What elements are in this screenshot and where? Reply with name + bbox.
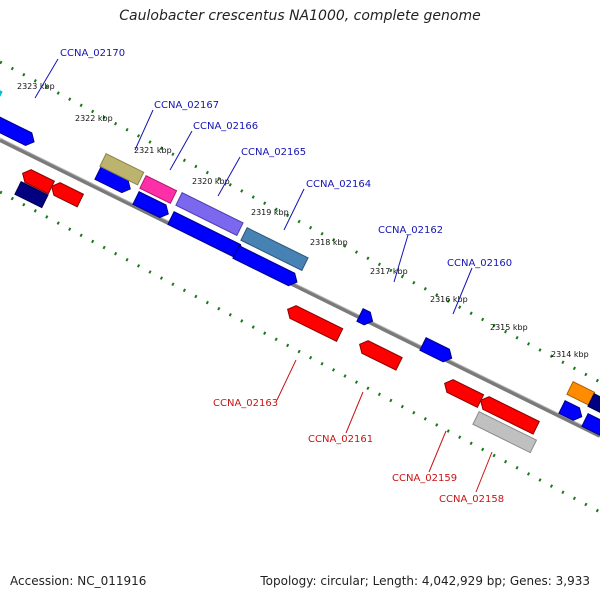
genome-backbone-highlight — [0, 137, 600, 435]
gene-arrow-reverse[interactable] — [285, 303, 344, 342]
gene-arrow-forward[interactable] — [99, 153, 145, 186]
gene-arrow-forward[interactable] — [419, 337, 455, 365]
map-title: Caulobacter crescentus NA1000, complete … — [119, 8, 481, 24]
gene-label-ccna-02170[interactable]: CCNA_02170 — [60, 48, 125, 59]
gene-arrow-forward[interactable] — [558, 400, 585, 423]
gene-label-ccna-02164[interactable]: CCNA_02164 — [306, 179, 371, 190]
gene-label-ccna-02166[interactable]: CCNA_02166 — [193, 121, 258, 132]
gene-arrow-forward[interactable] — [175, 192, 244, 237]
gene-arrow-forward[interactable] — [240, 227, 309, 272]
gene-label-ccna-02167[interactable]: CCNA_02167 — [154, 100, 219, 111]
gene-label-ccna-02163[interactable]: CCNA_02163 — [213, 398, 278, 409]
gene-arrow-reverse[interactable] — [478, 394, 540, 435]
gene-features — [0, 88, 600, 454]
lower-tick-track — [0, 190, 600, 514]
gene-arrow-forward[interactable] — [0, 88, 3, 103]
kbp-tick-label: 2317 kbp — [370, 267, 408, 276]
gene-arrow-reverse[interactable] — [442, 377, 485, 409]
gene-label-ccna-02165[interactable]: CCNA_02165 — [241, 147, 306, 158]
kbp-tick-label: 2321 kbp — [134, 146, 172, 155]
upper-label-leaders — [34, 58, 473, 315]
gene-arrow-reverse[interactable] — [20, 167, 56, 195]
kbp-tick-label: 2320 kbp — [192, 177, 230, 186]
gene-arrow-forward[interactable] — [139, 175, 178, 205]
kbp-tick-label: 2315 kbp — [490, 323, 528, 332]
kbp-tick-label: 2316 kbp — [430, 295, 468, 304]
gene-label-ccna-02159[interactable]: CCNA_02159 — [392, 473, 457, 484]
gene-arrow-reverse[interactable] — [357, 338, 403, 371]
genome-backbone — [0, 138, 600, 438]
kbp-tick-label: 2323 kbp — [17, 82, 55, 91]
gene-arrow-forward[interactable] — [0, 116, 37, 148]
genome-summary-text: Topology: circular; Length: 4,042,929 bp… — [260, 574, 590, 588]
kbp-tick-label: 2322 kbp — [75, 114, 113, 123]
kbp-tick-label: 2314 kbp — [551, 350, 589, 359]
accession-text: Accession: NC_011916 — [10, 574, 147, 588]
gene-arrow-forward[interactable] — [356, 308, 376, 328]
gene-arrow-reverse[interactable] — [472, 411, 538, 454]
gene-arrow-forward[interactable] — [132, 191, 171, 221]
gene-arrow-reverse[interactable] — [49, 180, 85, 208]
gene-label-ccna-02162[interactable]: CCNA_02162 — [378, 225, 443, 236]
kbp-tick-label: 2318 kbp — [310, 238, 348, 247]
gene-label-ccna-02158[interactable]: CCNA_02158 — [439, 494, 504, 505]
gene-label-ccna-02160[interactable]: CCNA_02160 — [447, 258, 512, 269]
gene-label-ccna-02161[interactable]: CCNA_02161 — [308, 434, 373, 445]
gene-arrow-forward[interactable] — [232, 245, 300, 289]
gene-arrow-reverse[interactable] — [14, 181, 49, 209]
kbp-tick-label: 2319 kbp — [251, 208, 289, 217]
upper-tick-track — [0, 60, 600, 384]
lower-label-leaders — [276, 359, 493, 493]
